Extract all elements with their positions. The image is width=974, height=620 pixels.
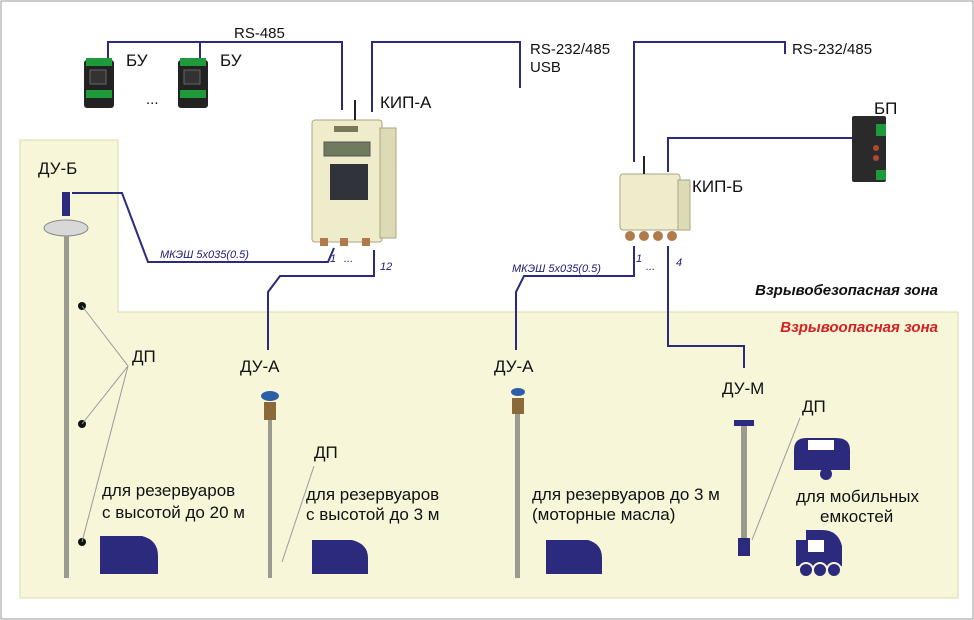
- kip-a-device: [311, 100, 397, 246]
- caption-1-line1: для резервуаров: [102, 481, 235, 500]
- caption-4-line1: для мобильных: [796, 487, 920, 506]
- port-b-last: 4: [676, 257, 682, 269]
- dp3-leader: [751, 417, 801, 541]
- port-a-last: 12: [380, 261, 392, 273]
- kip-b-device: [619, 156, 691, 241]
- port-a-dots: ...: [344, 253, 353, 265]
- bu-dots: ...: [146, 91, 159, 108]
- du-a2-label: ДУ-А: [494, 357, 534, 376]
- tank-icon-2: [312, 540, 368, 574]
- rs485-bus: [107, 41, 343, 110]
- caption-2-line2: с высотой до 3 м: [306, 505, 439, 524]
- mkesh-b-label: МКЭШ 5х035(0.5): [512, 263, 601, 275]
- du-m-label: ДУ-М: [722, 379, 764, 398]
- bu-unit-2: [178, 58, 208, 108]
- kip-b-interface-label: RS-232/485: [792, 41, 872, 58]
- rs485-label: RS-485: [234, 25, 285, 42]
- port-b-first: 1: [636, 253, 642, 265]
- du-a1-sensor: [261, 391, 279, 578]
- port-a-first: 1: [330, 253, 336, 265]
- caption-1-line2: с высотой до 20 м: [102, 503, 245, 522]
- tank-icon-1: [100, 536, 158, 574]
- kip-b-label: КИП-Б: [692, 177, 743, 196]
- kip-b-power: [667, 137, 872, 172]
- cable-du-m: [667, 246, 745, 368]
- dp2-label: ДП: [314, 443, 338, 462]
- bu-2-label: БУ: [220, 51, 242, 70]
- dp1-label: ДП: [132, 347, 156, 366]
- du-a1-label: ДУ-А: [240, 357, 280, 376]
- mkesh-a-label: МКЭШ 5х035(0.5): [160, 249, 249, 261]
- bu-1-label: БУ: [126, 51, 148, 70]
- tank-icon-3: [546, 540, 602, 574]
- port-b-dots: ...: [646, 261, 655, 273]
- caption-3-line1: для резервуаров до 3 м: [532, 485, 720, 504]
- tanker-truck-icon: [796, 530, 842, 578]
- cable-du-a2: [515, 246, 635, 350]
- kip-a-label: КИП-А: [380, 93, 432, 112]
- bu-unit-1: [84, 58, 114, 108]
- dp3-label: ДП: [802, 397, 826, 416]
- kip-b-uplink: [633, 41, 786, 162]
- caption-3-line2: (моторные масла): [532, 505, 675, 524]
- hazard-zone-label: Взрывоопасная зона: [780, 319, 938, 336]
- kip-a-interface-label: RS-232/485: [530, 41, 610, 58]
- safe-zone-label: Взрывобезопасная зона: [755, 282, 938, 299]
- cable-du-b: [72, 192, 335, 263]
- usb-label: USB: [530, 59, 561, 76]
- kip-a-uplink: [371, 41, 521, 112]
- bp-label: БП: [874, 99, 897, 118]
- du-a2-sensor: [511, 388, 525, 578]
- bp-unit: [852, 116, 886, 182]
- caption-2-line1: для резервуаров: [306, 485, 439, 504]
- caption-4-line2: емкостей: [820, 507, 893, 526]
- cable-du-a1: [267, 250, 375, 350]
- hazard-zone-area: [19, 139, 959, 599]
- du-m-sensor: [734, 420, 754, 556]
- du-b-label: ДУ-Б: [38, 159, 77, 178]
- dp2-leader: [281, 465, 315, 563]
- trailer-tank-icon: [794, 438, 850, 480]
- du-b-dp-leaders: [81, 305, 129, 543]
